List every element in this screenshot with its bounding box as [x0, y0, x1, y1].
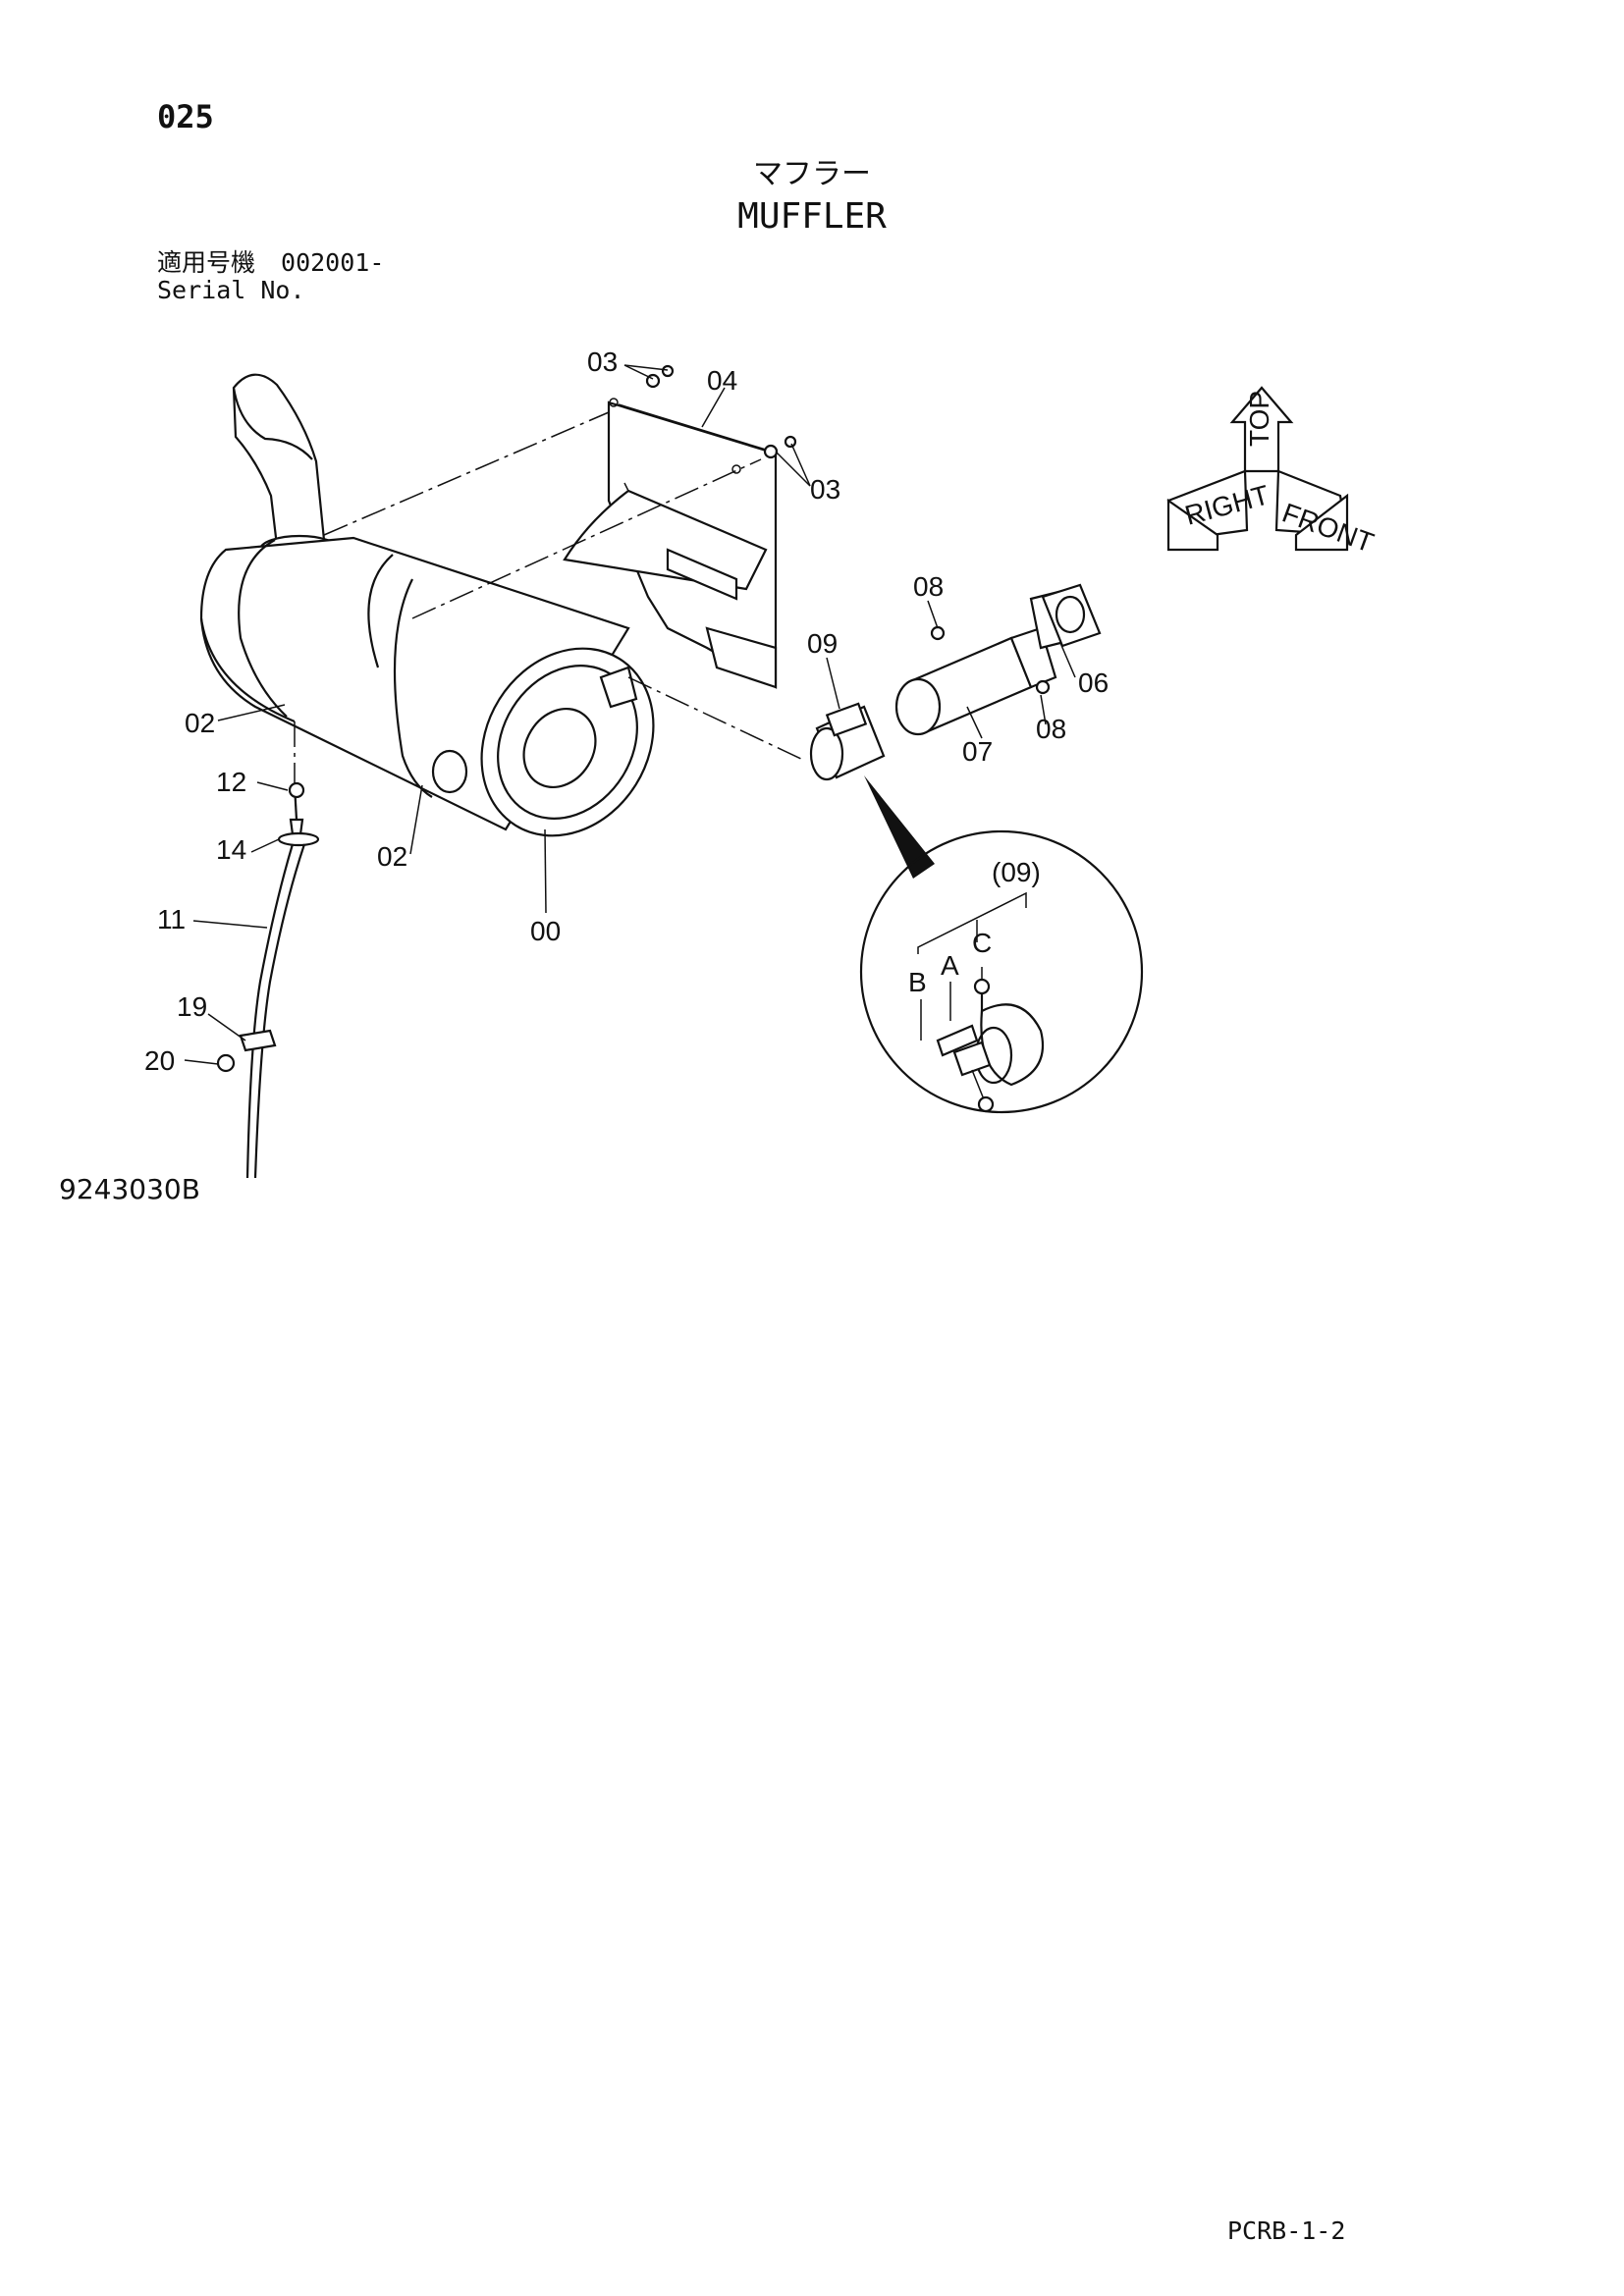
- fastener-nuts: [288, 364, 1051, 799]
- muffler-body: [199, 373, 655, 837]
- serial-label-en: Serial No.: [157, 276, 305, 304]
- page-code: PCRB-1-2: [1227, 2216, 1346, 2245]
- callout-08-lower: 08: [1036, 714, 1066, 744]
- callout-07: 07: [962, 736, 993, 767]
- flange-gasket: [1041, 583, 1102, 648]
- callout-02-lower: 02: [377, 841, 407, 872]
- callout-04: 04: [707, 365, 737, 396]
- callout-06: 06: [1078, 667, 1109, 698]
- serial-label-jp: 適用号機: [157, 248, 256, 277]
- page-number: 025: [157, 98, 214, 135]
- detail-letter-b: B: [908, 967, 927, 997]
- callout-19: 19: [177, 991, 207, 1022]
- orientation-top: TOP: [1244, 391, 1274, 447]
- detail-letter-c: C: [972, 928, 992, 958]
- title-english: MUFFLER: [737, 196, 887, 237]
- leader-lines: [184, 364, 1076, 1065]
- callout-labels: 03 04 03 08 09 06 08 07 02 12 14 02 11 0…: [144, 347, 1109, 1076]
- detail-group-label: (09): [992, 857, 1041, 887]
- center-lines: [294, 411, 806, 785]
- serial-block: 適用号機 002001- Serial No.: [157, 249, 384, 304]
- callout-11: 11: [157, 904, 186, 934]
- bracket-plate: [563, 398, 778, 689]
- callout-03-right: 03: [810, 474, 840, 505]
- callout-03-upper: 03: [587, 347, 618, 377]
- orientation-symbol: TOP FRONT RIGHT: [1166, 386, 1378, 559]
- title-japanese: マフラー: [753, 157, 871, 191]
- detail-view: (09) B A C: [859, 775, 1144, 1114]
- callout-08-upper: 08: [913, 571, 944, 602]
- clamp: [809, 702, 886, 781]
- callout-12: 12: [216, 767, 246, 797]
- callout-09: 09: [807, 628, 838, 659]
- serial-value: 002001-: [281, 248, 385, 277]
- callout-02-left: 02: [185, 708, 215, 738]
- drawing-id: 9243030B: [59, 1173, 200, 1205]
- callout-00: 00: [530, 916, 561, 946]
- callout-14: 14: [216, 834, 246, 865]
- detail-letter-a: A: [941, 950, 959, 981]
- callout-20: 20: [144, 1045, 175, 1076]
